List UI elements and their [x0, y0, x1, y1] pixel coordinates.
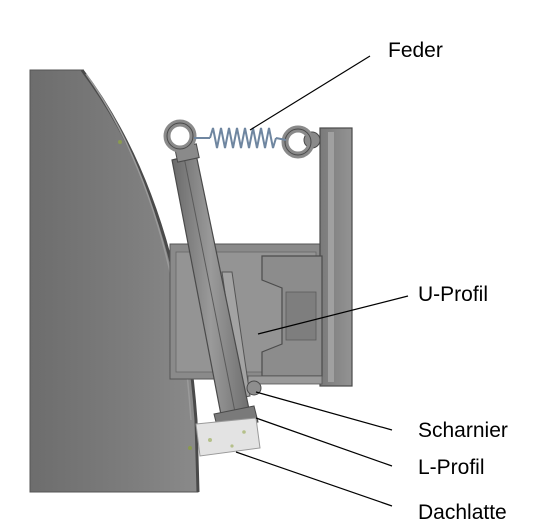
label-l-profil: L-Profil	[418, 456, 485, 479]
leader-feder	[249, 55, 371, 131]
eyelet-left	[163, 119, 197, 153]
leader-scharnier	[255, 391, 393, 431]
label-dachlatte: Dachlatte	[418, 501, 507, 524]
roof-batten	[195, 417, 261, 457]
leader-dachlatte	[235, 451, 393, 507]
leader-l-profil	[255, 417, 393, 467]
eyelet-right	[281, 125, 315, 159]
label-scharnier: Scharnier	[418, 419, 508, 442]
leader-lines	[235, 55, 409, 507]
hinge	[246, 380, 262, 396]
label-u-profil: U-Profil	[418, 283, 489, 306]
leader-u-profil	[257, 295, 409, 335]
label-feder: Feder	[388, 39, 443, 62]
spring	[194, 127, 287, 149]
